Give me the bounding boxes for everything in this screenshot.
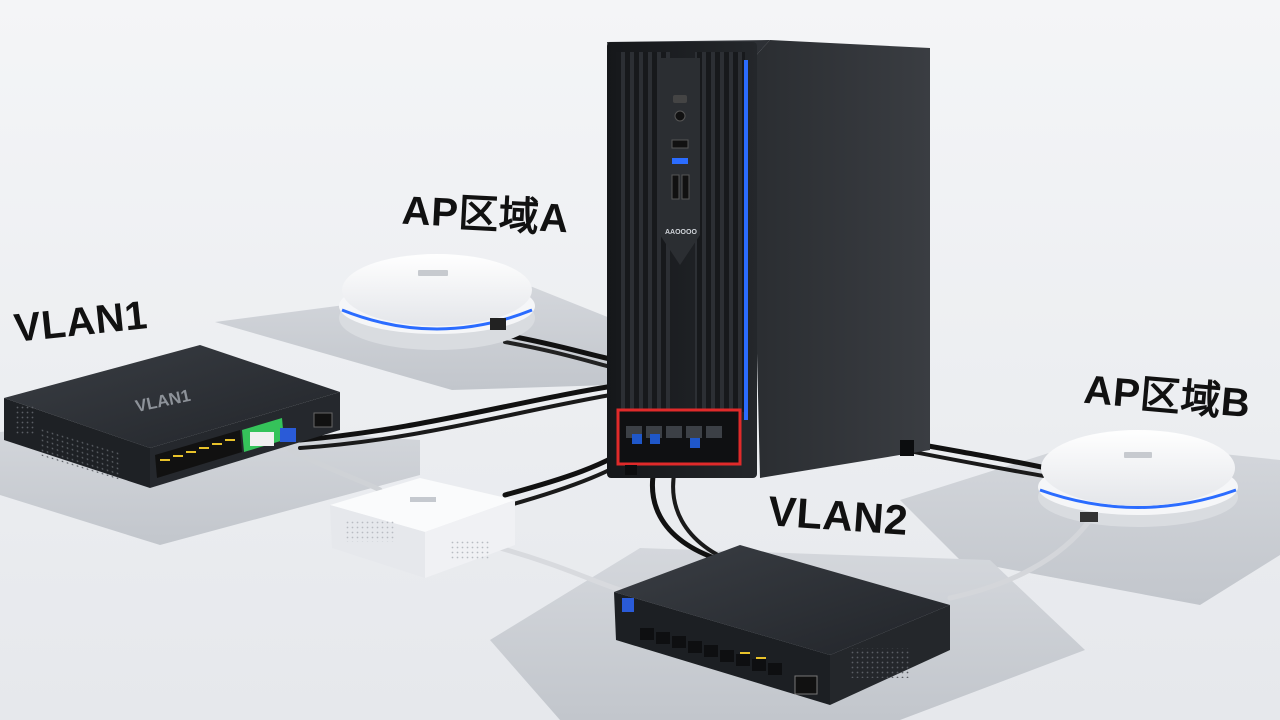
access-point-a	[339, 254, 535, 350]
tower-brand-text: AAOOOO	[665, 229, 697, 236]
label-ap-zone-a: AP区域A	[400, 188, 570, 242]
switch-vlan1: VLAN1	[4, 345, 340, 488]
switch-vlan1-ports	[155, 412, 333, 478]
mini-router	[330, 478, 515, 578]
switch-vlan2-ports	[640, 628, 782, 675]
label-vlan2: VLAN2	[766, 487, 910, 544]
server-tower: AAOOOO	[607, 40, 930, 478]
switch-vlan2	[614, 545, 950, 705]
access-point-b	[1038, 430, 1238, 527]
